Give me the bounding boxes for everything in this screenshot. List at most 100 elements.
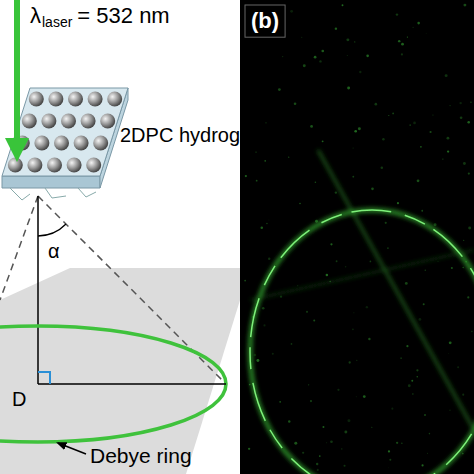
speckle-dot [255, 151, 256, 152]
speckle-dot [354, 130, 357, 133]
speckle-dot [288, 157, 289, 158]
speckle-dot [322, 140, 324, 142]
speckle-dot [407, 36, 408, 37]
photo-ring-core [250, 210, 474, 474]
speckle-dot [264, 160, 266, 162]
speckle-dot [400, 357, 401, 358]
speckle-dot [335, 191, 337, 193]
speckle-dot [308, 384, 309, 385]
speckle-dot [385, 222, 387, 224]
speckle-dot [405, 282, 408, 285]
speckle-dot [448, 352, 450, 354]
speckle-dot [388, 115, 389, 116]
colloid-sphere [93, 136, 108, 151]
speckle-dot [401, 43, 404, 46]
speckle-dot [388, 467, 390, 469]
laser-beam [14, 0, 20, 150]
speckle-dot [288, 420, 290, 422]
colloid-sphere [22, 114, 37, 129]
speckle-dot [427, 452, 429, 454]
speckle-dot [411, 380, 413, 382]
speckle-dot [459, 102, 461, 104]
speckle-dot [408, 384, 411, 387]
speckle-dot [449, 341, 452, 344]
radius-line [38, 383, 226, 385]
speckle-dot [319, 60, 321, 62]
colloid-sphere [100, 114, 115, 129]
speckle-dot [266, 223, 267, 224]
speckle-dot [442, 158, 443, 159]
speckle-dot [366, 55, 369, 58]
speckle-dot [396, 13, 398, 15]
speckle-dot [297, 285, 298, 286]
radius-label: D [12, 388, 26, 410]
speckle-dot [363, 395, 366, 398]
speckle-dot [388, 450, 390, 452]
speckle-dot [463, 162, 466, 165]
cone-edge [38, 196, 226, 384]
speckle-dot [387, 247, 389, 249]
speckle-dot [419, 318, 422, 321]
speckle-dot [352, 329, 354, 331]
leader-arrow [58, 443, 86, 454]
speckle-dot [401, 442, 403, 444]
speckle-dot [268, 258, 270, 260]
speckle-dot [449, 105, 450, 106]
colloid-sphere [68, 92, 83, 107]
speckle-dot [344, 465, 346, 467]
speckle-dot [358, 127, 361, 130]
speckle-dot [412, 393, 413, 394]
speckle-dot [445, 74, 448, 77]
speckle-dot [294, 442, 297, 445]
speckle-dot [335, 27, 337, 29]
speckle-dot [262, 307, 265, 310]
photo-streak [250, 250, 474, 300]
speckle-dot [248, 448, 250, 450]
speckle-dot [244, 280, 246, 282]
speckle-dot [310, 125, 313, 128]
speckle-dot [301, 37, 302, 38]
speckle-dot [412, 27, 413, 28]
speckle-dot [245, 175, 247, 177]
photo-speckle [244, 4, 472, 471]
angle-symbol: α [48, 240, 60, 262]
speckle-dot [368, 338, 370, 340]
speckle-dot [263, 324, 265, 326]
sphere-array [8, 92, 122, 173]
photo-ring [250, 210, 474, 474]
speckle-dot [425, 32, 427, 34]
speckle-dot [299, 203, 300, 204]
speckle-dot [413, 122, 416, 125]
speckle-dot [389, 459, 391, 461]
debye-ring [0, 326, 226, 442]
slab-front [2, 176, 100, 188]
speckle-dot [425, 269, 426, 270]
speckle-dot [330, 243, 332, 245]
speckle-dot [432, 115, 433, 116]
speckle-dot [451, 267, 453, 269]
speckle-dot [434, 223, 437, 226]
colloid-sphere [27, 158, 42, 173]
wavelength-symbol: λ [30, 4, 41, 28]
ring-label: Debye ring [90, 444, 192, 467]
speckle-dot [409, 124, 411, 126]
speckle-dot [429, 433, 431, 435]
speckle-dot [346, 38, 349, 41]
speckle-dot [278, 88, 281, 91]
speckle-dot [437, 261, 439, 263]
speckle-dot [337, 389, 339, 391]
speckle-dot [375, 103, 378, 106]
speckle-dot [457, 366, 459, 368]
slab-top [2, 88, 128, 176]
colloid-sphere [67, 158, 82, 173]
speckle-dot [254, 354, 257, 357]
speckle-dot [463, 240, 464, 241]
speckle-dot [290, 10, 293, 13]
speckle-dot [261, 227, 264, 230]
colloid-sphere [86, 158, 101, 173]
speckle-dot [401, 53, 403, 55]
speckle-dot [371, 427, 372, 428]
speckle-dot [336, 260, 338, 262]
